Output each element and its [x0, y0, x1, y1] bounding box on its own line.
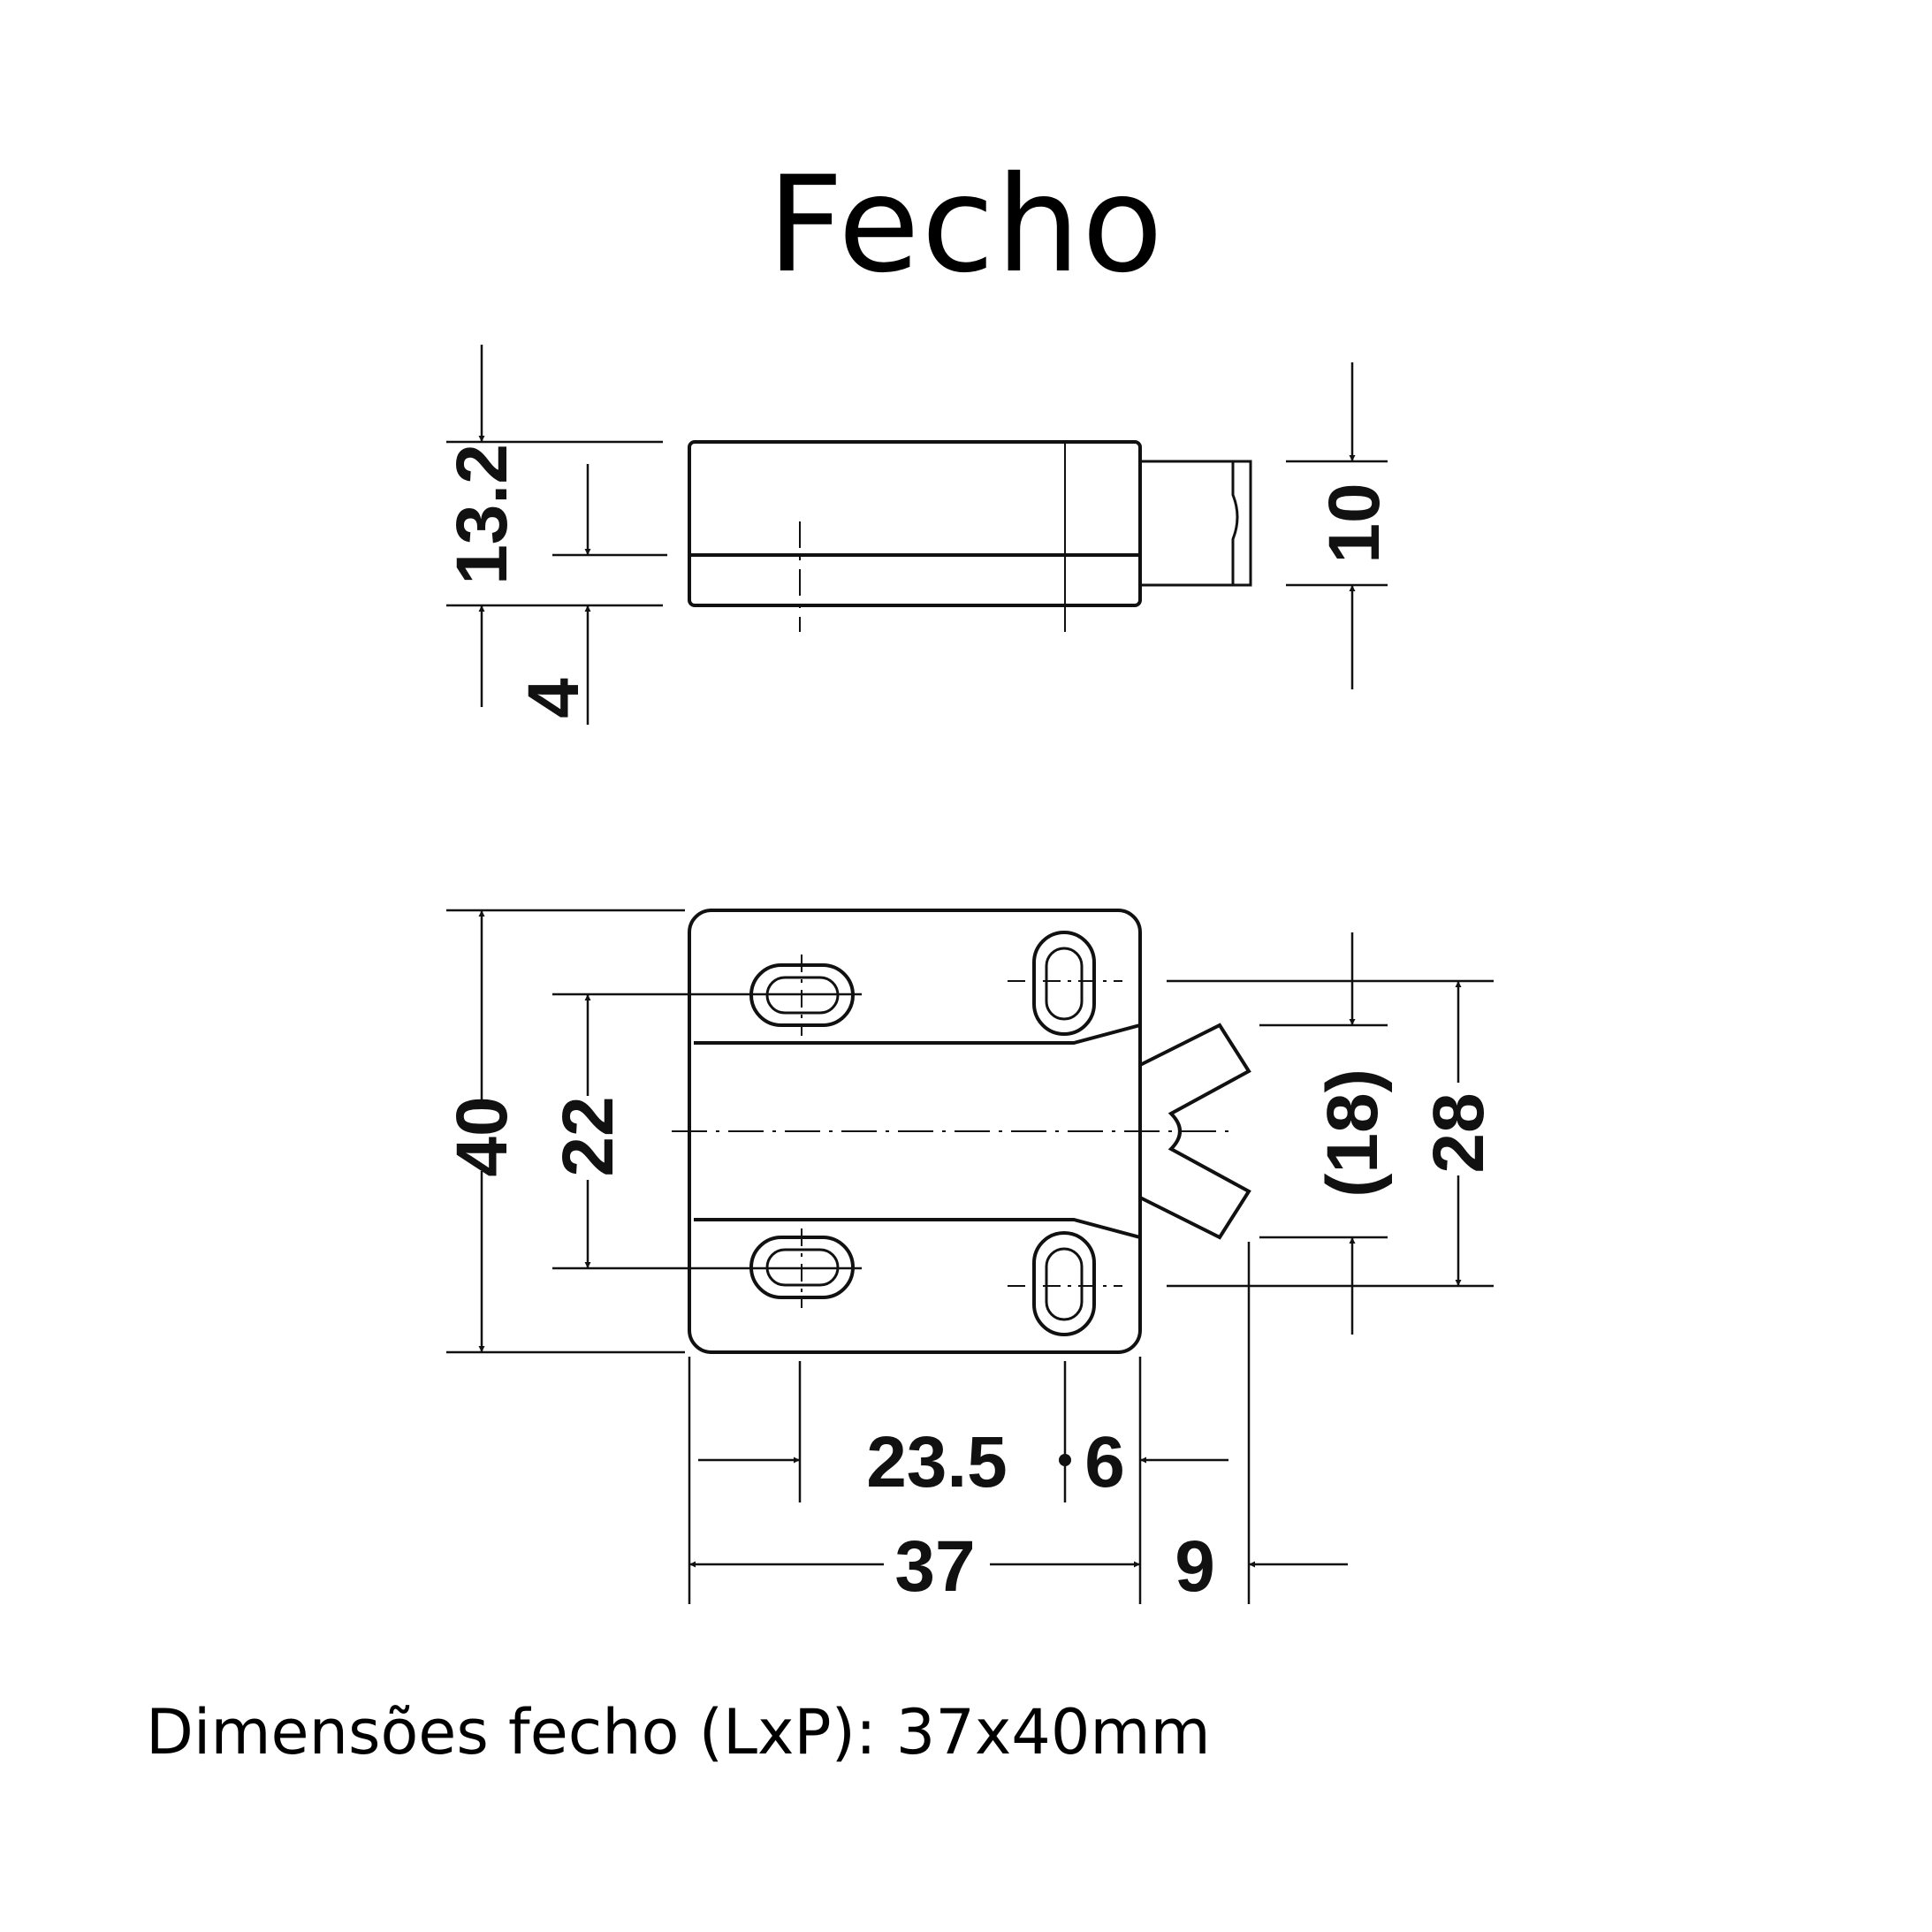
dim-front-flap-outer: 28 [1419, 1092, 1499, 1173]
dimensions-caption: Dimensões fecho (LxP): 37x40mm [146, 1696, 1211, 1768]
front-view-lever [1139, 1023, 1251, 1240]
dim-front-hole-offset: 23.5 [866, 1422, 1008, 1502]
dim-side-height: 13.2 [442, 444, 522, 585]
dim-front-height: 40 [442, 1096, 522, 1176]
side-view [688, 440, 1252, 632]
dim-side-flap: 10 [1314, 483, 1395, 563]
dim-front-width: 37 [894, 1526, 975, 1607]
front-view-dimension-labels: 40 22 (18) 28 23.5 6 37 9 [442, 1069, 1499, 1607]
side-view-flap [1138, 460, 1252, 587]
dimension-dot [1059, 1454, 1071, 1466]
side-view-dimensions [446, 345, 1388, 725]
mounting-hole [1032, 931, 1096, 1036]
dim-front-hole-to-edge: 6 [1084, 1422, 1125, 1502]
dim-side-base: 4 [513, 678, 594, 719]
dim-front-hole-spacing: 22 [548, 1096, 628, 1176]
dim-front-flap-inner: (18) [1312, 1069, 1393, 1198]
dim-front-flap-depth: 9 [1175, 1526, 1215, 1607]
front-view-center-lines [672, 955, 1237, 1308]
side-view-dimension-labels: 13.2 4 10 [442, 444, 1395, 719]
page-title: Fecho [767, 148, 1165, 302]
side-view-body [688, 440, 1142, 607]
front-view-dimensions [446, 909, 1494, 1604]
mounting-hole [1032, 1231, 1096, 1336]
